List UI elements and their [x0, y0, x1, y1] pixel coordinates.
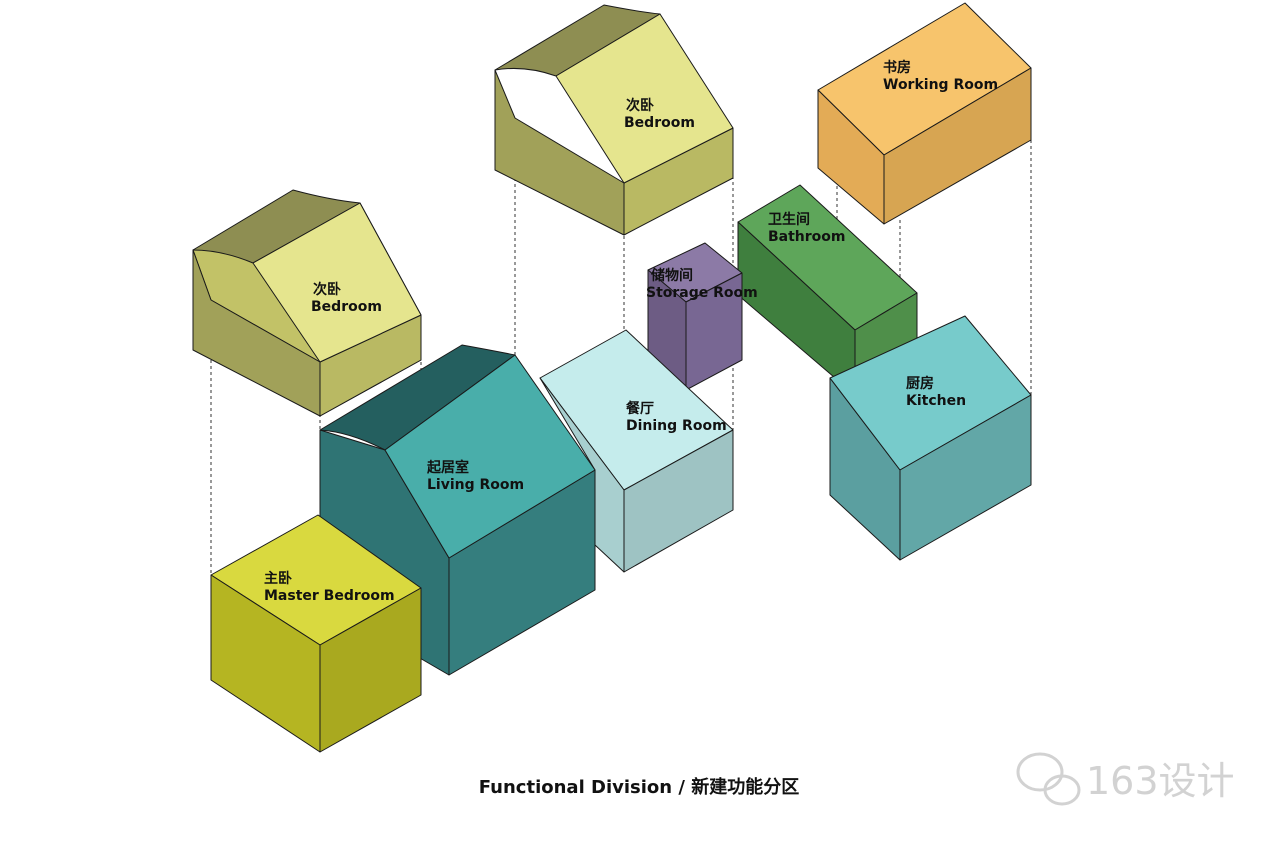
storage-room-en-label: Storage Room	[646, 285, 758, 301]
working-room-block	[817, 2, 1032, 225]
living-room-en-label: Living Room	[427, 477, 524, 493]
master-bedroom-en-label: Master Bedroom	[264, 588, 395, 604]
watermark: 163设计	[1016, 752, 1235, 806]
working-room-zh-label: 书房	[883, 59, 911, 76]
bedroom-left-block	[192, 189, 422, 417]
dining-room-block	[539, 329, 734, 573]
bedroom-left-en-label: Bedroom	[311, 299, 382, 315]
dining-room-zh-label: 餐厅	[625, 400, 654, 417]
dining-room-en-label: Dining Room	[626, 418, 727, 434]
bedroom-top-zh-label: 次卧	[626, 97, 654, 114]
living-room-zh-label: 起居室	[426, 459, 469, 476]
bedroom-left-zh-label: 次卧	[313, 281, 341, 298]
working-room-en-label: Working Room	[883, 77, 998, 93]
bathroom-zh-label: 卫生间	[768, 211, 810, 228]
bedroom-top-en-label: Bedroom	[624, 115, 695, 131]
bedroom-top-block	[494, 4, 734, 236]
kitchen-en-label: Kitchen	[906, 393, 966, 409]
wechat-icon	[1016, 752, 1081, 806]
watermark-text: 163设计	[1086, 759, 1235, 803]
master-bedroom-block	[210, 514, 422, 753]
room-labels: 次卧 Bedroom 次卧 Bedroom 书房 Working Room 卫生…	[264, 59, 998, 604]
kitchen-block	[829, 315, 1032, 561]
storage-room-zh-label: 储物间	[650, 267, 693, 284]
master-bedroom-zh-label: 主卧	[264, 570, 292, 587]
diagram-caption: Functional Division / 新建功能分区	[479, 776, 799, 798]
kitchen-zh-label: 厨房	[906, 375, 934, 392]
bathroom-en-label: Bathroom	[768, 229, 846, 245]
